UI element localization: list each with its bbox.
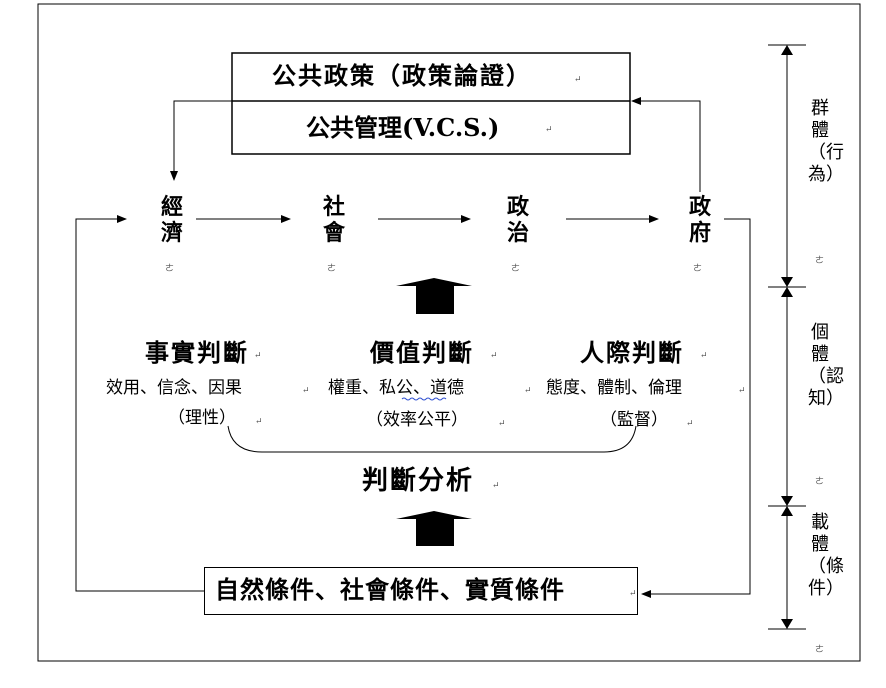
block-arrow-upper [396,278,472,314]
judgment-bracket [227,425,637,453]
public-management-label: 公共管理(V.C.S.) [306,113,500,142]
arrow-government-to-policy [631,97,701,192]
tau-mark: ㄜ [165,264,175,274]
value-judgment-title: 價值判斷 [370,338,474,367]
tau-mark: ㄜ [815,477,825,487]
level-carrier-label: 載體（條件） [808,512,844,599]
block-arrow-lower [396,511,472,546]
fact-judgment-title: 事實判斷 [145,338,249,367]
return-mark: ↵ [255,417,263,427]
tau-mark: ㄜ [511,264,521,274]
tau-mark: ㄜ [327,264,337,274]
top-box-outline [231,52,631,155]
return-mark: ↵ [574,75,582,85]
return-mark: ↵ [302,386,310,396]
interpersonal-judgment-note: （監督） [600,410,668,430]
return-mark: ↵ [629,589,637,599]
arrow-government-to-conditions [641,218,751,598]
public-policy-label: 公共政策（政策論證） [272,61,532,90]
return-mark: ↵ [545,125,553,135]
judgment-analysis-label: 判斷分析 [362,466,475,496]
return-mark: ↵ [686,419,694,429]
level-individual-label: 個體（認知） [808,322,844,409]
node-economy: 經濟 [160,194,183,246]
return-mark: ↵ [738,386,746,396]
tau-mark: ㄜ [815,645,825,655]
return-mark: ↵ [492,481,500,491]
fact-judgment-note: （理性） [168,408,236,428]
arrow-policy-to-economy [170,100,232,181]
arrow-conditions-to-economy [75,215,204,592]
value-judgment-detail: 權重、私公、道德 [328,378,464,398]
level-group-label: 群體（行為） [808,98,844,185]
spellcheck-underline [401,397,447,401]
interpersonal-judgment-title: 人際判斷 [580,338,684,367]
return-mark: ↵ [254,351,262,361]
value-judgment-note: （效率公平） [366,410,468,430]
tau-mark: ㄜ [693,264,703,274]
node-government: 政府 [688,194,711,246]
return-mark: ↵ [498,419,506,429]
conditions-box: 自然條件、社會條件、實質條件 ↵ [204,567,638,615]
return-mark: ↵ [524,386,532,396]
node-society: 社會 [322,194,345,246]
return-mark: ↵ [490,351,498,361]
tau-mark: ㄜ [815,256,825,266]
interpersonal-judgment-detail: 態度、體制、倫理 [546,378,682,398]
conditions-label: 自然條件、社會條件、實質條件 [215,575,565,604]
fact-judgment-detail: 效用、信念、因果 [106,378,242,398]
outer-frame [37,3,861,662]
node-politics: 政治 [506,194,529,246]
return-mark: ↵ [700,351,708,361]
